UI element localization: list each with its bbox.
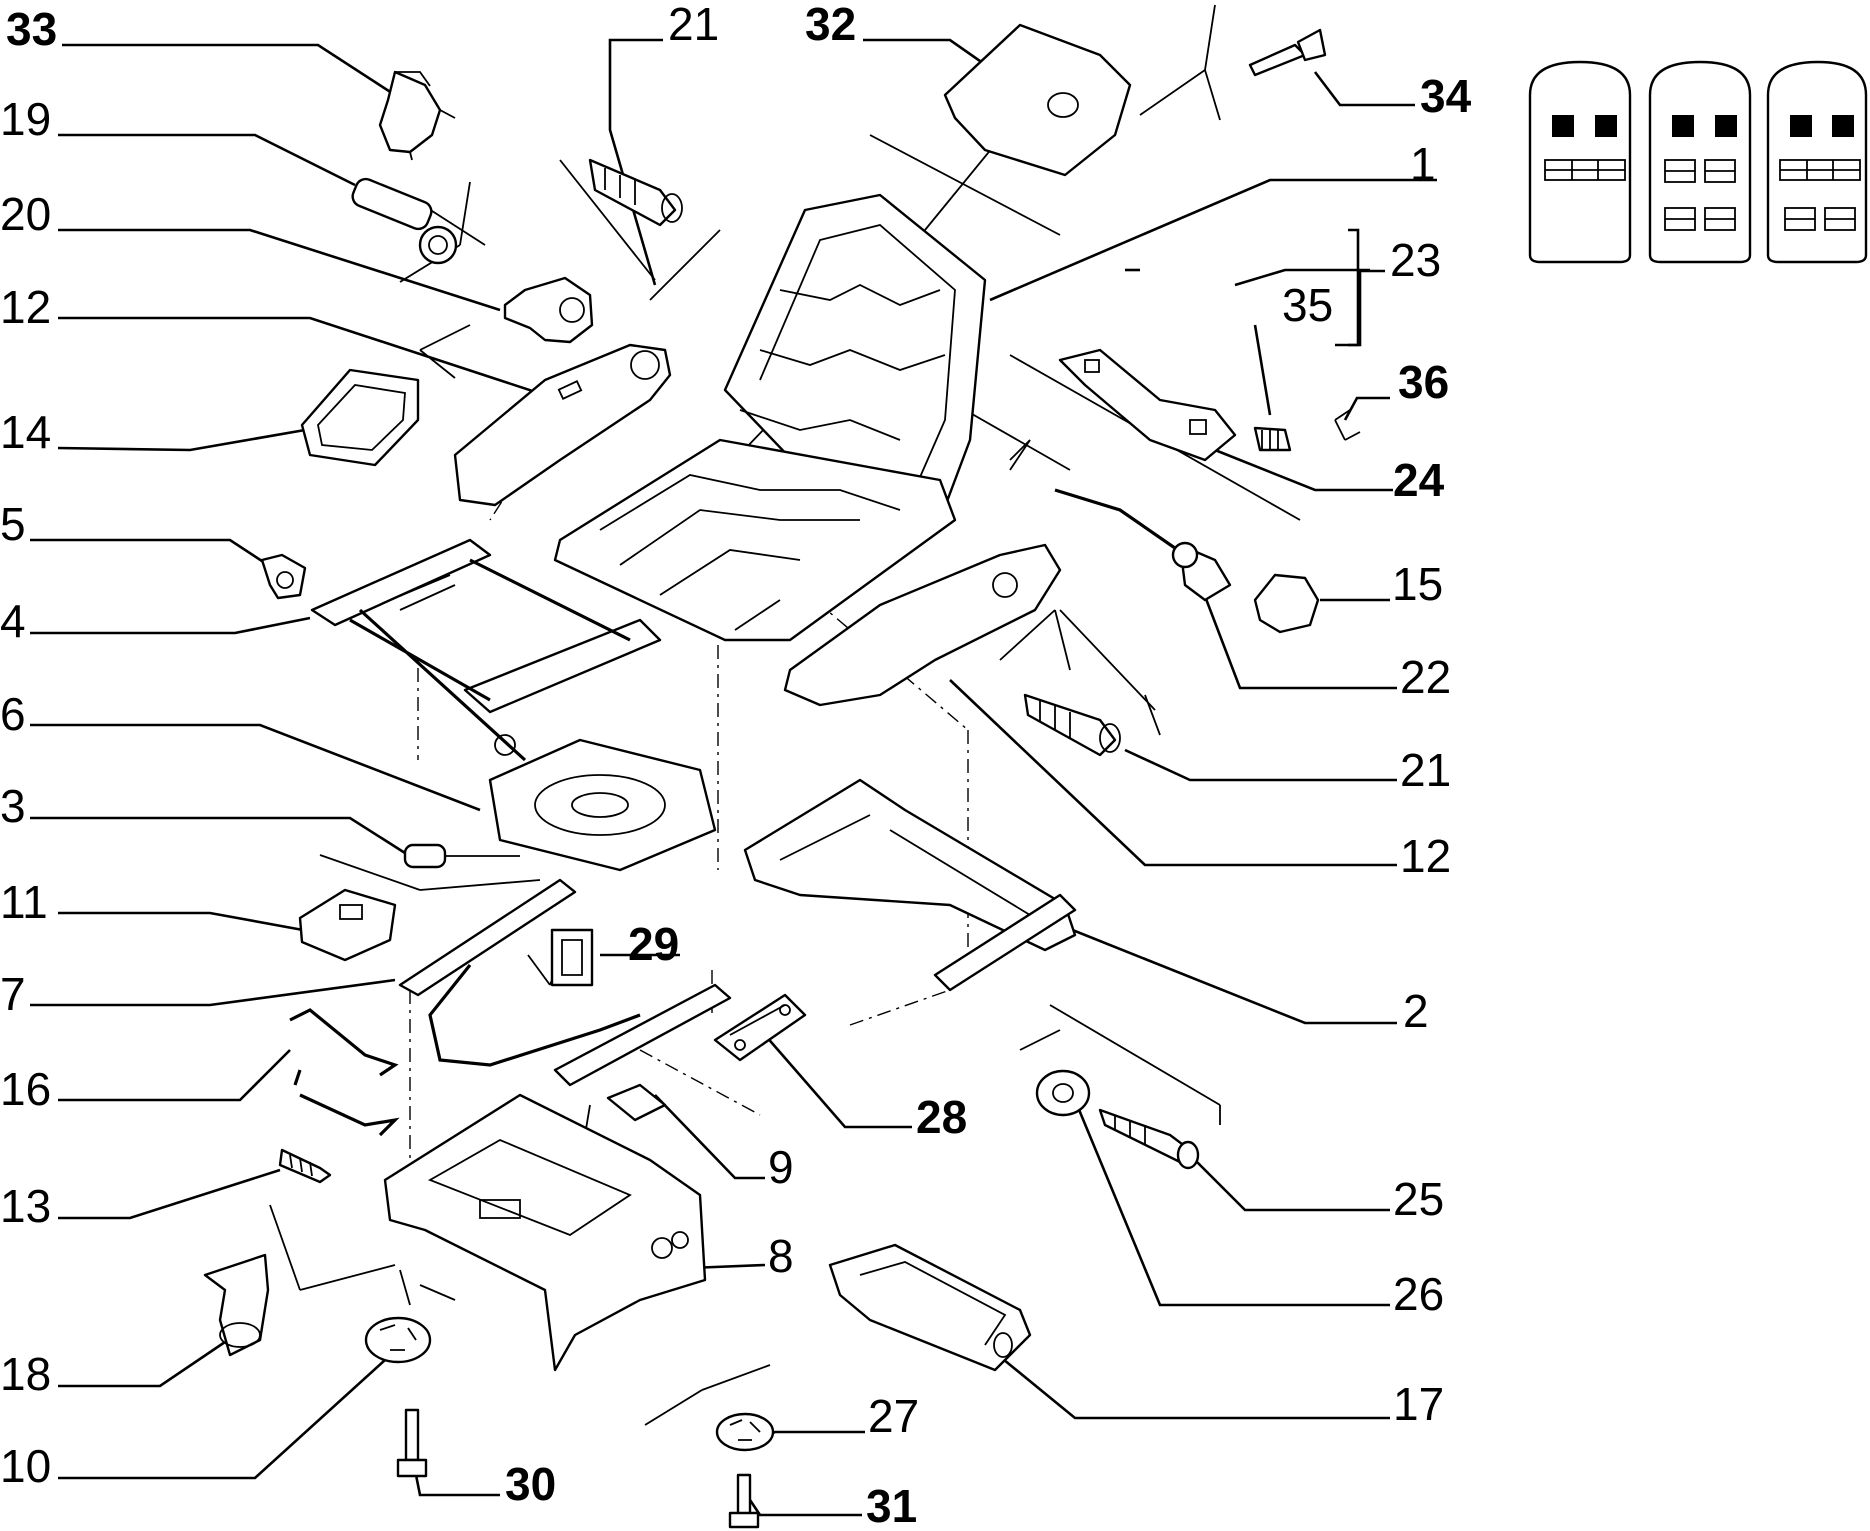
callout-1: 1 xyxy=(1410,138,1436,190)
part-21-screw-right xyxy=(1023,693,1121,757)
callout-26: 26 xyxy=(1393,1268,1444,1320)
part-18-pedal xyxy=(203,1253,270,1357)
callout-34: 34 xyxy=(1420,70,1472,122)
callout-31: 31 xyxy=(866,1480,917,1531)
callout-6: 6 xyxy=(0,688,26,740)
part-14-bracket xyxy=(300,368,420,467)
part-11-clip-bracket xyxy=(298,888,397,962)
part-30-bolt xyxy=(396,1408,428,1478)
callout-35: 35 xyxy=(1282,279,1333,331)
seat-variant-icon-1 xyxy=(1528,60,1632,264)
part-26-washer xyxy=(1035,1069,1091,1117)
callout-12-right: 12 xyxy=(1400,830,1451,882)
seat-variant-icon-2 xyxy=(1648,60,1752,264)
part-16-handles xyxy=(289,1008,400,1137)
callout-9: 9 xyxy=(768,1141,794,1193)
callout-5: 5 xyxy=(0,498,26,550)
part-7-rail-handle xyxy=(398,878,732,1087)
callout-4: 4 xyxy=(0,595,26,647)
part-36-clip xyxy=(1334,409,1361,441)
part-29-plate xyxy=(550,928,594,987)
part-4-slide-rail xyxy=(310,538,662,762)
part-5-lever xyxy=(260,553,307,600)
part-seat-frame xyxy=(553,438,957,642)
callout-28: 28 xyxy=(916,1091,967,1143)
part-21-screw-top xyxy=(588,158,683,227)
callout-19: 19 xyxy=(0,93,51,145)
callout-2: 2 xyxy=(1403,985,1429,1037)
part-10-foot xyxy=(364,1316,432,1364)
part-8-base-frame xyxy=(383,1093,707,1372)
part-1-backrest-frame xyxy=(723,193,987,537)
part-27-foot xyxy=(715,1412,775,1452)
callout-30: 30 xyxy=(505,1458,556,1510)
callout-14: 14 xyxy=(0,406,51,458)
callout-18: 18 xyxy=(0,1348,51,1400)
callout-11: 11 xyxy=(0,876,48,928)
callout-15: 15 xyxy=(1392,558,1443,610)
part-25-screw xyxy=(1098,1108,1200,1170)
callout-10: 10 xyxy=(0,1440,51,1492)
callout-20: 20 xyxy=(0,188,51,240)
part-3-roller xyxy=(403,843,520,869)
part-22-cable xyxy=(1054,488,1232,602)
part-33-star-knob xyxy=(378,70,456,161)
callout-16: 16 xyxy=(0,1063,51,1115)
part-31-bolt xyxy=(728,1473,760,1529)
legend-seat-variants xyxy=(1528,60,1868,264)
part-12-side-cover-right xyxy=(783,543,1062,707)
callout-36: 36 xyxy=(1398,356,1449,408)
callout-3: 3 xyxy=(0,780,26,832)
part-23-side-bracket xyxy=(1058,348,1237,462)
callout-7: 7 xyxy=(0,968,26,1020)
part-19-bolt xyxy=(351,177,458,265)
leader-lines xyxy=(30,38,1437,1517)
callout-13: 13 xyxy=(0,1180,51,1232)
part-35-spring xyxy=(1253,426,1292,452)
callout-25: 25 xyxy=(1393,1173,1444,1225)
callout-17: 17 xyxy=(1393,1378,1444,1430)
callout-24: 24 xyxy=(1393,454,1445,506)
seat-variant-icon-3 xyxy=(1766,60,1868,264)
callout-21-right: 21 xyxy=(1400,744,1451,796)
callout-8: 8 xyxy=(768,1230,794,1282)
part-2-rail-frame xyxy=(743,778,1077,992)
callout-12-left: 12 xyxy=(0,281,51,333)
part-6-swivel-plate xyxy=(488,738,717,872)
part-9-small-plate xyxy=(606,1083,667,1122)
callout-32: 32 xyxy=(805,0,856,50)
callout-21-top: 21 xyxy=(668,0,719,50)
callout-33: 33 xyxy=(6,3,57,55)
part-28-plate xyxy=(713,993,807,1062)
part-13-spring xyxy=(278,1148,332,1184)
part-20-cam xyxy=(503,276,594,344)
part-34-rivet xyxy=(1248,28,1327,77)
callout-labels: 33 19 20 12 14 5 4 6 3 11 7 16 13 18 10 … xyxy=(0,0,1472,1531)
callout-23: 23 xyxy=(1390,234,1441,286)
part-15-knob xyxy=(1253,573,1320,634)
callout-22: 22 xyxy=(1400,651,1451,703)
part-12-side-cover-left xyxy=(453,343,672,507)
part-32-cover xyxy=(943,23,1132,177)
callout-27: 27 xyxy=(868,1390,919,1442)
part-17-tray xyxy=(828,1243,1032,1372)
callout-29: 29 xyxy=(628,918,679,970)
